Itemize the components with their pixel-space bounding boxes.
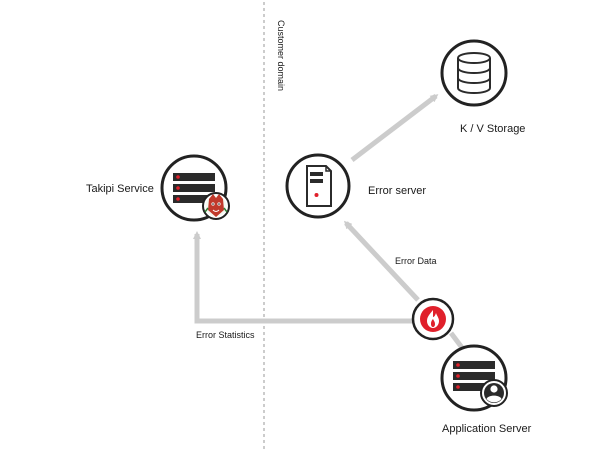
server-rack-icon: [173, 173, 215, 203]
error-server-node[interactable]: [285, 153, 351, 219]
edge-label-error-statistics: Error Statistics: [196, 330, 255, 340]
takipi-service-label: Takipi Service: [86, 183, 154, 195]
server-tower-icon: [306, 165, 332, 207]
server-rack-icon: [453, 361, 495, 391]
agent-node[interactable]: [411, 297, 455, 341]
kv-storage-label: K / V Storage: [460, 123, 525, 135]
domain-label: Customer domain: [276, 20, 286, 91]
flame-icon: [420, 306, 446, 332]
user-badge-icon: [480, 379, 508, 407]
mascot-badge-icon: [202, 192, 230, 220]
database-icon: [457, 52, 491, 94]
link-app-server-to-agent: [449, 331, 465, 351]
connectors: [193, 94, 465, 351]
application-server-label: Application Server: [442, 423, 532, 435]
kv-storage-node[interactable]: [440, 39, 508, 107]
error-server-label: Error server: [368, 185, 426, 197]
edge-label-error-data: Error Data: [395, 256, 437, 266]
application-server-node[interactable]: [440, 344, 508, 412]
arrow-agent-to-takipi: [193, 231, 412, 324]
arrow-agent-to-error-server: [343, 220, 420, 302]
arrow-error-server-to-kv-storage: [350, 94, 439, 162]
takipi-service-node[interactable]: [160, 154, 230, 222]
